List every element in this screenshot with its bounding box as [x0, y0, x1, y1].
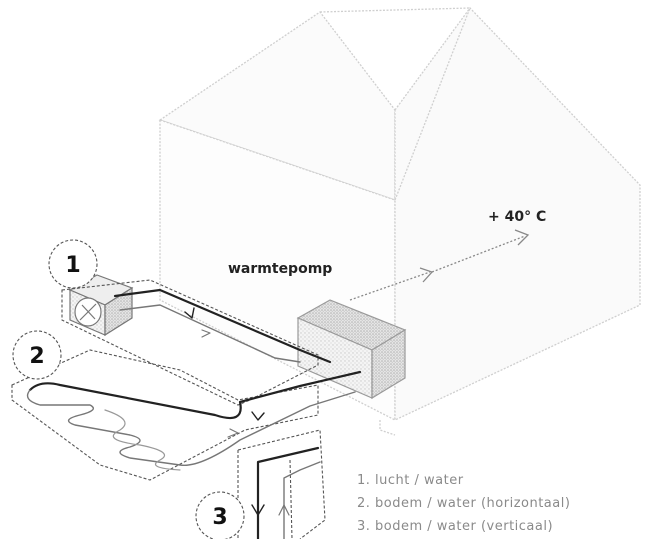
legend-item-3: 3. bodem / water (verticaal) — [357, 519, 553, 534]
boundary-horizontal — [11, 349, 319, 481]
badge-2: 2 — [12, 330, 62, 380]
house-right-wall — [394, 6, 641, 422]
legend-item-2: 2. bodem / water (horizontaal) — [357, 496, 570, 511]
temperature-label: + 40° C — [488, 209, 546, 225]
legend: 1. lucht / water 2. bodem / water (horiz… — [357, 473, 570, 534]
heat-pump-label: warmtepomp — [228, 261, 332, 277]
badge-3-label: 3 — [212, 505, 227, 530]
pipes — [26, 288, 362, 539]
heat-output-arrow — [349, 229, 530, 301]
badge-3: 3 — [195, 491, 245, 539]
badge-2-label: 2 — [29, 344, 44, 369]
boundary-vertical — [237, 429, 326, 539]
legend-item-1: 1. lucht / water — [357, 473, 464, 488]
system-boundaries — [11, 279, 326, 539]
badge-1: 1 — [48, 239, 98, 289]
badge-1-label: 1 — [65, 253, 80, 278]
